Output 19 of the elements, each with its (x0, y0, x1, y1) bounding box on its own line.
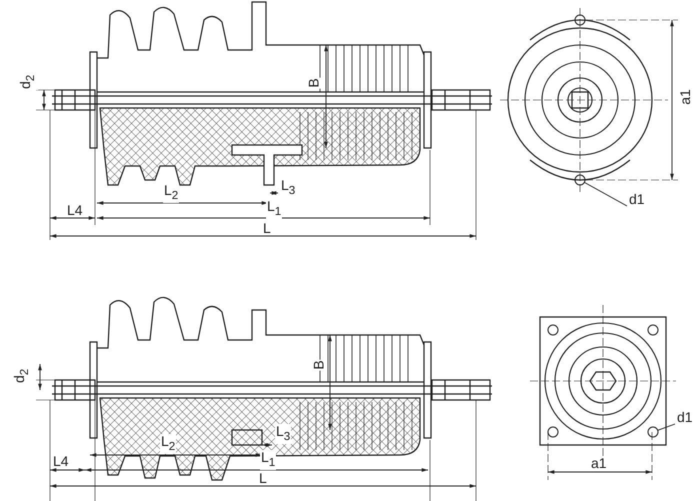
dimension-label: L$_{2}$ (160, 434, 176, 454)
dimension-label: L (262, 221, 272, 235)
dimension-label: L4 (52, 454, 70, 468)
dimension-label: a1 (590, 456, 608, 470)
mounting-hole (648, 426, 658, 438)
dimension-label: d1 (676, 410, 694, 424)
leader-line (657, 424, 676, 431)
dimension-label: L (258, 471, 268, 485)
dimension-label: B (312, 359, 326, 371)
dimension-label: L$_{1}$ (260, 450, 276, 470)
dimension-label: d1 (628, 192, 646, 206)
dimension-label: L$_{1}$ (266, 199, 282, 219)
dimension-label: a1 (678, 88, 692, 106)
leader-line (584, 182, 628, 206)
dimension-label: L4 (66, 203, 84, 217)
dimension-label: L$_{3}$ (275, 424, 292, 444)
mounting-hole (574, 174, 586, 186)
dimension-label: L$_{2}$ (163, 183, 180, 203)
dimension-label: B (306, 77, 321, 89)
